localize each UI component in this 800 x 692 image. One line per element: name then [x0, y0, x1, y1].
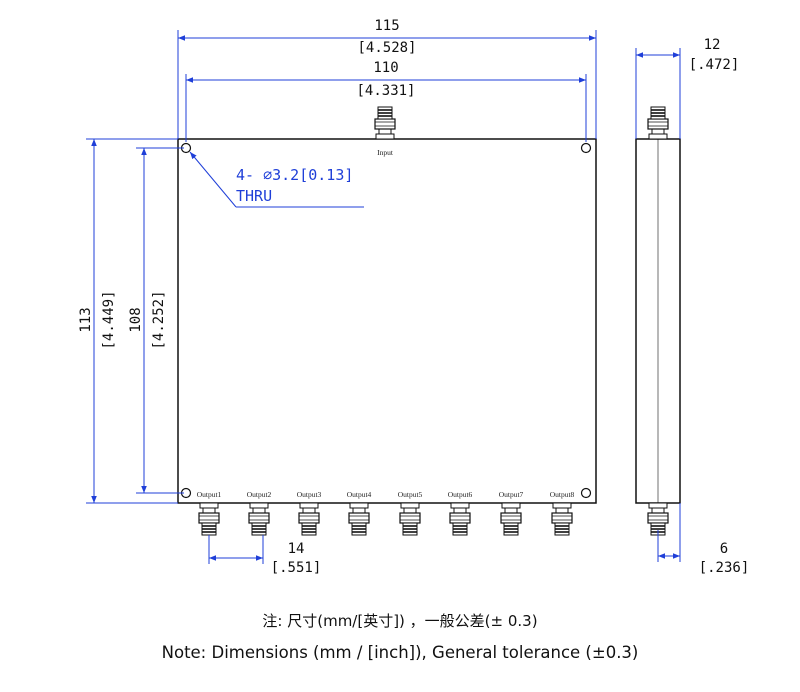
dimension-hole-spacing-v: 108 [4.252] [128, 147, 184, 494]
dimension-overall-height: 113 [4.449] [78, 138, 178, 504]
dim-113-mm: 113 [78, 307, 94, 332]
output-label-1: Output1 [197, 490, 222, 499]
hole-callout-thru: THRU [236, 187, 272, 205]
mounting-hole-top-right [580, 142, 592, 154]
output-label-3: Output3 [297, 490, 322, 499]
dimension-overall-width: 115 [4.528] [177, 18, 597, 139]
output-connector-1 [198, 502, 220, 536]
dimension-thickness: 12 [.472] [635, 37, 740, 139]
dim-108-inch: [4.252] [151, 290, 167, 349]
input-connector [374, 106, 396, 140]
dimension-port-pitch: 14 [.551] [208, 535, 322, 576]
dim-6-mm: 6 [720, 541, 728, 557]
hole-callout: 4- ⌀3.2[0.13] THRU [189, 151, 364, 208]
note-english: Note: Dimensions (mm / [inch]), General … [161, 643, 639, 662]
dim-12-inch: [.472] [689, 57, 740, 73]
hole-callout-size: 4- ⌀3.2[0.13] [236, 166, 353, 184]
output-connector-2 [248, 502, 270, 536]
dim-14-inch: [.551] [271, 560, 322, 576]
output-label-4: Output4 [347, 490, 372, 499]
output-connector-8 [551, 502, 573, 536]
input-label: Input [377, 148, 394, 157]
side-input-connector [647, 106, 669, 140]
dim-12-mm: 12 [704, 37, 721, 53]
dim-14-mm: 14 [288, 541, 305, 557]
dim-6-inch: [.236] [699, 560, 750, 576]
dimension-hole-spacing-h: 110 [4.331] [185, 60, 587, 142]
output-label-6: Output6 [448, 490, 473, 499]
output-label-8: Output8 [550, 490, 575, 499]
output-label-2: Output2 [247, 490, 272, 499]
output-connector-6 [449, 502, 471, 536]
divider-body-front [177, 138, 597, 504]
output-label-5: Output5 [398, 490, 423, 499]
dim-110-inch: [4.331] [356, 83, 415, 99]
note-chinese: 注: 尺寸(mm/[英寸]) ，一般公差(± 0.3) [262, 612, 538, 630]
output-connector-3 [298, 502, 320, 536]
mounting-hole-bottom-right [580, 487, 592, 499]
dimension-connector-offset: 6 [.236] [657, 503, 750, 576]
dim-110-mm: 110 [373, 60, 398, 76]
dim-115-inch: [4.528] [357, 40, 416, 56]
output-connector-4 [348, 502, 370, 536]
engineering-drawing: Input Output1 Output2 Output3 Output4 Ou… [78, 18, 750, 576]
dim-108-mm: 108 [128, 307, 144, 332]
output-connector-5 [399, 502, 421, 536]
output-label-7: Output7 [499, 490, 524, 499]
dim-115-mm: 115 [374, 18, 399, 34]
output-connector-7 [500, 502, 522, 536]
dim-113-inch: [4.449] [101, 290, 117, 349]
